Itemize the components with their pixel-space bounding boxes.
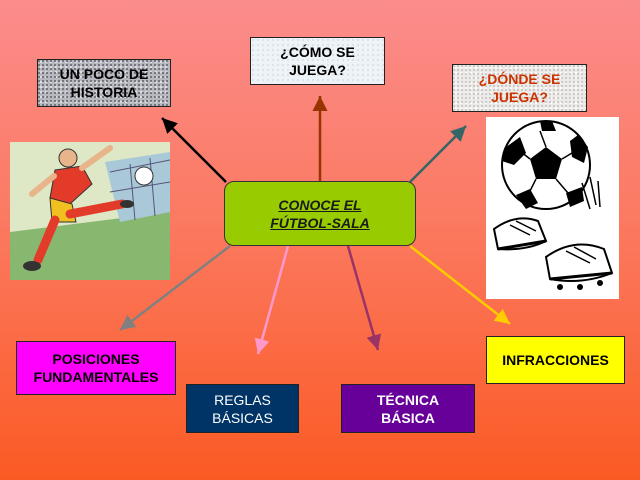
node-infracciones[interactable]: INFRACCIONES (486, 336, 625, 384)
arrow-reglas (254, 245, 290, 355)
node-historia[interactable]: UN POCO DE HISTORIA (37, 59, 171, 107)
node-tecnica-label: TÉCNICA BÁSICA (376, 391, 440, 426)
node-reglas[interactable]: REGLAS BÁSICAS (186, 384, 299, 433)
arrow-tecnica (346, 245, 382, 351)
node-historia-label: UN POCO DE HISTORIA (59, 66, 149, 100)
node-reglas-label: REGLAS BÁSICAS (212, 391, 273, 426)
center-node[interactable]: CONOCE EL FÚTBOL-SALA (224, 181, 416, 246)
soccer-ball-icon (492, 120, 614, 290)
ball-boots-illustration (486, 117, 619, 299)
node-como-se-juega[interactable]: ¿CÓMO SE JUEGA? (250, 37, 385, 85)
node-tecnica[interactable]: TÉCNICA BÁSICA (341, 384, 475, 433)
node-posiciones[interactable]: POSICIONES FUNDAMENTALES (16, 341, 176, 395)
node-donde-se-juega[interactable]: ¿DÓNDE SE JUEGA? (452, 64, 587, 112)
node-como-label: ¿CÓMO SE JUEGA? (280, 44, 355, 78)
center-title-line2: FÚTBOL-SALA (270, 214, 370, 231)
arrow-posiciones (119, 245, 231, 331)
center-title-line1: CONOCE EL (278, 196, 362, 213)
arrow-donde (409, 125, 467, 183)
node-donde-label: ¿DÓNDE SE JUEGA? (478, 71, 561, 105)
arrow-infracciones (409, 245, 511, 325)
node-infracciones-label: INFRACCIONES (502, 352, 609, 368)
node-posiciones-label: POSICIONES FUNDAMENTALES (33, 351, 159, 385)
arrow-historia (161, 117, 227, 183)
soccer-player-icon (10, 142, 171, 280)
player-illustration (10, 142, 171, 280)
